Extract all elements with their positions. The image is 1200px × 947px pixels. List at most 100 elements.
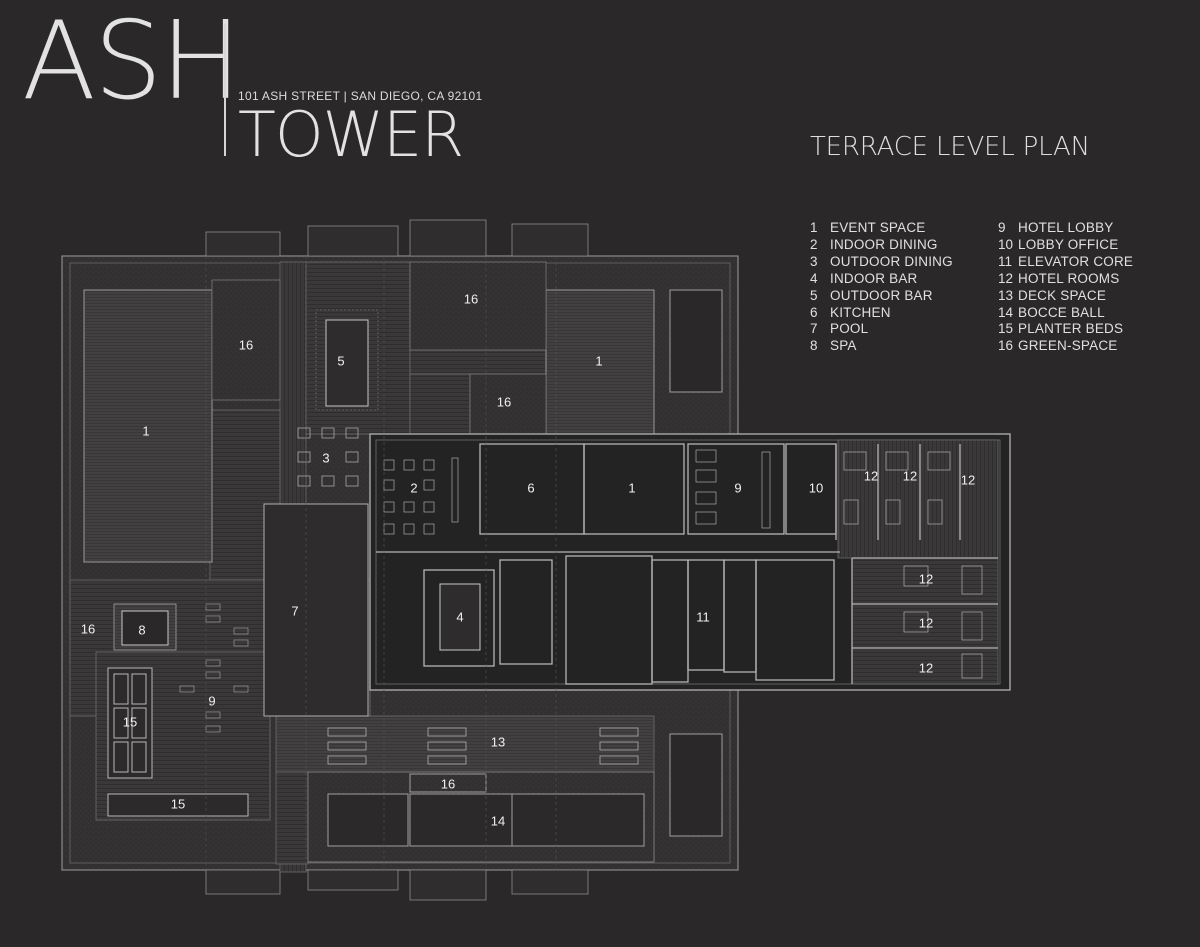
plan-label: 16 bbox=[441, 776, 455, 791]
outdoor-dining-tables bbox=[297, 427, 359, 487]
legend-label: OUTDOOR BAR bbox=[830, 287, 933, 303]
legend-label: KITCHEN bbox=[830, 304, 891, 320]
skylight bbox=[669, 289, 723, 393]
top-stairs bbox=[205, 219, 589, 257]
legend-number: 2 bbox=[810, 236, 818, 252]
event-space-left bbox=[83, 289, 213, 563]
legend-item: 2 INDOOR DINING bbox=[810, 237, 953, 254]
plan-label: 10 bbox=[809, 480, 823, 495]
legend-number: 5 bbox=[810, 287, 818, 303]
legend-label: SPA bbox=[830, 338, 857, 354]
plan-label: 9 bbox=[734, 480, 741, 495]
legend-label: DECK SPACE bbox=[1018, 287, 1107, 303]
indoor-bar bbox=[439, 583, 481, 651]
plan-label: 13 bbox=[491, 734, 505, 749]
lobby-furniture bbox=[695, 449, 771, 529]
plan-label: 15 bbox=[171, 796, 185, 811]
plan-labels: 1 16 5 16 16 1 3 2 6 1 9 10 12 12 12 16 … bbox=[81, 291, 975, 828]
plan-label: 1 bbox=[628, 480, 635, 495]
legend-label: INDOOR BAR bbox=[830, 270, 918, 286]
pool bbox=[263, 503, 369, 717]
plan-label: 14 bbox=[491, 813, 505, 828]
plan-label: 1 bbox=[595, 353, 602, 368]
plan-label: 12 bbox=[919, 615, 933, 630]
interior-walls bbox=[376, 443, 998, 685]
legend-label: EVENT SPACE bbox=[830, 220, 926, 235]
legend-label: LOBBY OFFICE bbox=[1018, 236, 1119, 252]
legend-label: HOTEL ROOMS bbox=[1018, 270, 1120, 286]
legend-number: 4 bbox=[810, 270, 818, 286]
legend-label: ELEVATOR CORE bbox=[1018, 253, 1134, 269]
brand-name-ash: ASH bbox=[22, 0, 242, 124]
plan-label: 12 bbox=[919, 571, 933, 586]
legend-number: 15 bbox=[998, 321, 1014, 337]
green-space-block bbox=[211, 279, 281, 401]
plan-label: 7 bbox=[291, 603, 298, 618]
legend-label: PLANTER BEDS bbox=[1018, 321, 1124, 337]
legend-number: 10 bbox=[998, 236, 1014, 252]
plan-label: 12 bbox=[903, 468, 917, 483]
legend-number: 11 bbox=[998, 253, 1013, 269]
legend-number: 13 bbox=[998, 287, 1014, 303]
plan-label: 4 bbox=[456, 609, 463, 624]
legend-number: 3 bbox=[810, 253, 818, 269]
legend-number: 7 bbox=[810, 321, 818, 337]
legend-number: 12 bbox=[998, 270, 1014, 286]
bottom-stairs bbox=[205, 869, 589, 901]
plan-label: 16 bbox=[81, 621, 95, 636]
bocce-courts bbox=[307, 771, 655, 863]
hotel-room-furniture bbox=[843, 451, 983, 679]
brand-name-tower: TOWER bbox=[238, 98, 464, 171]
legend-label: BOCCE BALL bbox=[1018, 304, 1105, 320]
legend-number: 8 bbox=[810, 338, 818, 354]
legend-label: OUTDOOR DINING bbox=[830, 253, 953, 269]
plan-label: 8 bbox=[138, 622, 145, 637]
legend-item: 11 ELEVATOR CORE bbox=[998, 254, 1133, 271]
plan-title: TERRACE LEVEL PLAN bbox=[810, 132, 1090, 162]
plan-label: 11 bbox=[696, 609, 710, 624]
spa bbox=[121, 610, 169, 646]
plan-label: 3 bbox=[322, 450, 329, 465]
skylight bbox=[669, 733, 723, 837]
plan-label: 12 bbox=[961, 472, 975, 487]
plan-label: 12 bbox=[919, 660, 933, 675]
event-space-top bbox=[545, 289, 655, 435]
brand-address: 101 ASH STREET | SAN DIEGO, CA 92101 bbox=[238, 89, 483, 103]
legend-item: 8 SPA bbox=[810, 338, 953, 355]
legend-item: 6 KITCHEN bbox=[810, 305, 953, 322]
deck-tables bbox=[327, 727, 639, 765]
legend-item: 3 OUTDOOR DINING bbox=[810, 254, 953, 271]
green-space-block bbox=[469, 373, 547, 435]
plan-label: 16 bbox=[239, 337, 253, 352]
plan-label: 5 bbox=[337, 353, 344, 368]
plan-label: 6 bbox=[527, 480, 534, 495]
legend-item: 1 EVENT SPACE bbox=[810, 220, 953, 237]
legend-column-left: 1 EVENT SPACE 2 INDOOR DINING 3 OUTDOOR DIN… bbox=[810, 220, 953, 355]
plan-label: 16 bbox=[464, 291, 478, 306]
plan-label: 9 bbox=[208, 693, 215, 708]
plan-label: 1 bbox=[142, 423, 149, 438]
legend-number: 1 bbox=[810, 220, 818, 235]
planter-beds bbox=[107, 667, 249, 817]
green-space-block bbox=[409, 261, 547, 351]
plan-label: 12 bbox=[864, 468, 878, 483]
legend-number: 6 bbox=[810, 304, 818, 320]
outdoor-bar-zone bbox=[315, 309, 379, 411]
plan-label: 16 bbox=[497, 394, 511, 409]
legend-item: 5 OUTDOOR BAR bbox=[810, 288, 953, 305]
legend-label: HOTEL LOBBY bbox=[1018, 220, 1114, 235]
outdoor-bar bbox=[325, 319, 369, 407]
legend-label: INDOOR DINING bbox=[830, 236, 938, 252]
legend-number: 16 bbox=[998, 338, 1014, 354]
legend-item: 4 INDOOR BAR bbox=[810, 271, 953, 288]
structural-grid bbox=[205, 256, 557, 870]
